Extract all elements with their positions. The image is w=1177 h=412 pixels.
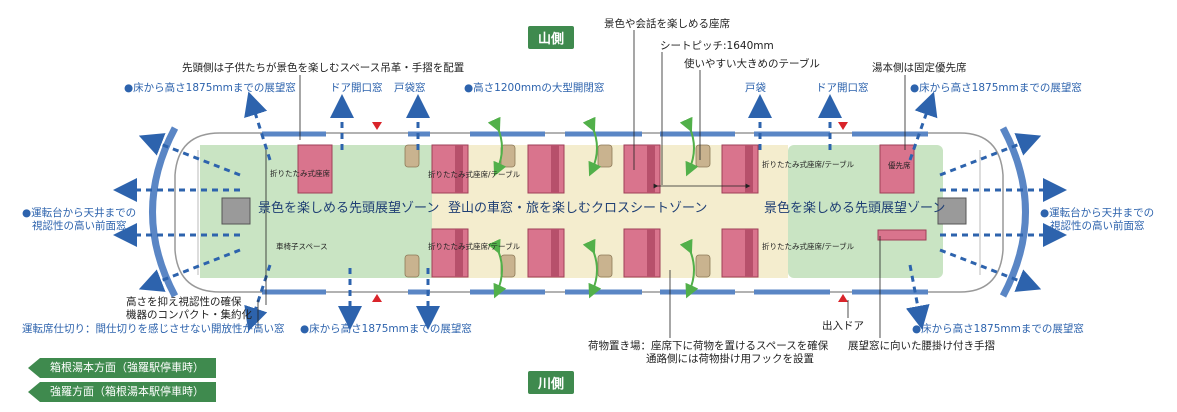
- leader-lines: [257, 30, 906, 338]
- direction-hakone-yumoto: 箱根湯本方面（強羅駅停車時）: [28, 358, 216, 378]
- label-luggage-2: 通路側には荷物掛け用フックを設置: [646, 353, 814, 365]
- svg-text:折りたたみ式座席/テーブル: 折りたたみ式座席/テーブル: [762, 159, 855, 169]
- label-door-window-right: ドア開口窓: [816, 82, 869, 94]
- view-lines: [113, 91, 1067, 332]
- front-window-left: [149, 126, 179, 298]
- svg-text:折りたたみ式座席/テーブル: 折りたたみ式座席/テーブル: [428, 169, 521, 179]
- label-kids-space: 先頭側は子供たちが景色を楽しむスペース吊革・手摺を配置: [182, 62, 465, 74]
- svg-text:車椅子スペース: 車椅子スペース: [276, 241, 328, 251]
- label-door-window-left: ドア開口窓: [330, 82, 383, 94]
- label-luggage-1: 荷物置き場：座席下に荷物を置けるスペースを確保: [588, 340, 829, 352]
- label-front-window-left-1: ●運転台から天井までの: [22, 207, 137, 219]
- front-window-right: [999, 126, 1029, 298]
- zone-center-label: 登山の車窓・旅を楽しむクロスシートゾーン: [448, 200, 707, 216]
- label-cab-partition: 運転席仕切り：間仕切りを感じさせない開放性が高い窓: [22, 323, 285, 335]
- zone-front-right-label: 景色を楽しめる先頭展望ゾーン: [764, 200, 945, 216]
- label-front-window-left-2: 視認性の高い前面窓: [32, 220, 127, 232]
- svg-text:折りたたみ式座席/テーブル: 折りたたみ式座席/テーブル: [762, 241, 855, 251]
- label-compact-2: 機器のコンパクト・集約化: [126, 309, 252, 321]
- label-pocket-window-left: 戸袋窓: [394, 82, 426, 94]
- label-fixed-priority: 湯本側は固定優先席: [872, 62, 967, 74]
- label-front-window-right-2: 視認性の高い前面窓: [1050, 220, 1145, 232]
- svg-text:優先席: 優先席: [888, 160, 911, 170]
- label-pocket-right: 戸袋: [745, 82, 766, 94]
- svg-text:折りたたみ式座席: 折りたたみ式座席: [270, 168, 330, 178]
- label-window-1875-bottom-left: ●床から高さ1875mmまでの展望窓: [300, 323, 472, 335]
- cab-left-console: [221, 197, 251, 225]
- label-seat-pitch: シートピッチ:1640mm: [660, 40, 774, 52]
- label-front-window-right-1: ●運転台から天井までの: [1040, 207, 1155, 219]
- river-side-tag: 川側: [528, 371, 575, 394]
- label-handrail: 展望窓に向いた腰掛け付き手摺: [848, 340, 995, 352]
- zone-front-left-label: 景色を楽しめる先頭展望ゾーン: [258, 200, 439, 216]
- door-markers: [372, 122, 848, 302]
- cab-left-console: [937, 197, 967, 225]
- label-big-table: 使いやすい大きめのテーブル: [684, 58, 820, 70]
- label-window-1875-right: ●床から高さ1875mmまでの展望窓: [910, 82, 1082, 94]
- label-seats-view: 景色や会話を楽しめる座席: [604, 18, 730, 30]
- label-exit-door: 出入ドア: [822, 320, 864, 332]
- label-compact-1: 高さを抑え視認性の確保: [126, 296, 242, 308]
- rotate-arrows: [487, 116, 699, 299]
- svg-text:折りたたみ式座席/テーブル: 折りたたみ式座席/テーブル: [428, 241, 521, 251]
- label-window-1875-left: ●床から高さ1875mmまでの展望窓: [124, 82, 296, 94]
- direction-gora: 強羅方面（箱根湯本駅停車時）: [28, 382, 216, 402]
- label-window-1875-bottom-right: ●床から高さ1875mmまでの展望窓: [912, 323, 1084, 335]
- label-big-window: ●高さ1200mmの大型開閉窓: [464, 82, 605, 94]
- mountain-side-tag: 山側: [528, 26, 575, 49]
